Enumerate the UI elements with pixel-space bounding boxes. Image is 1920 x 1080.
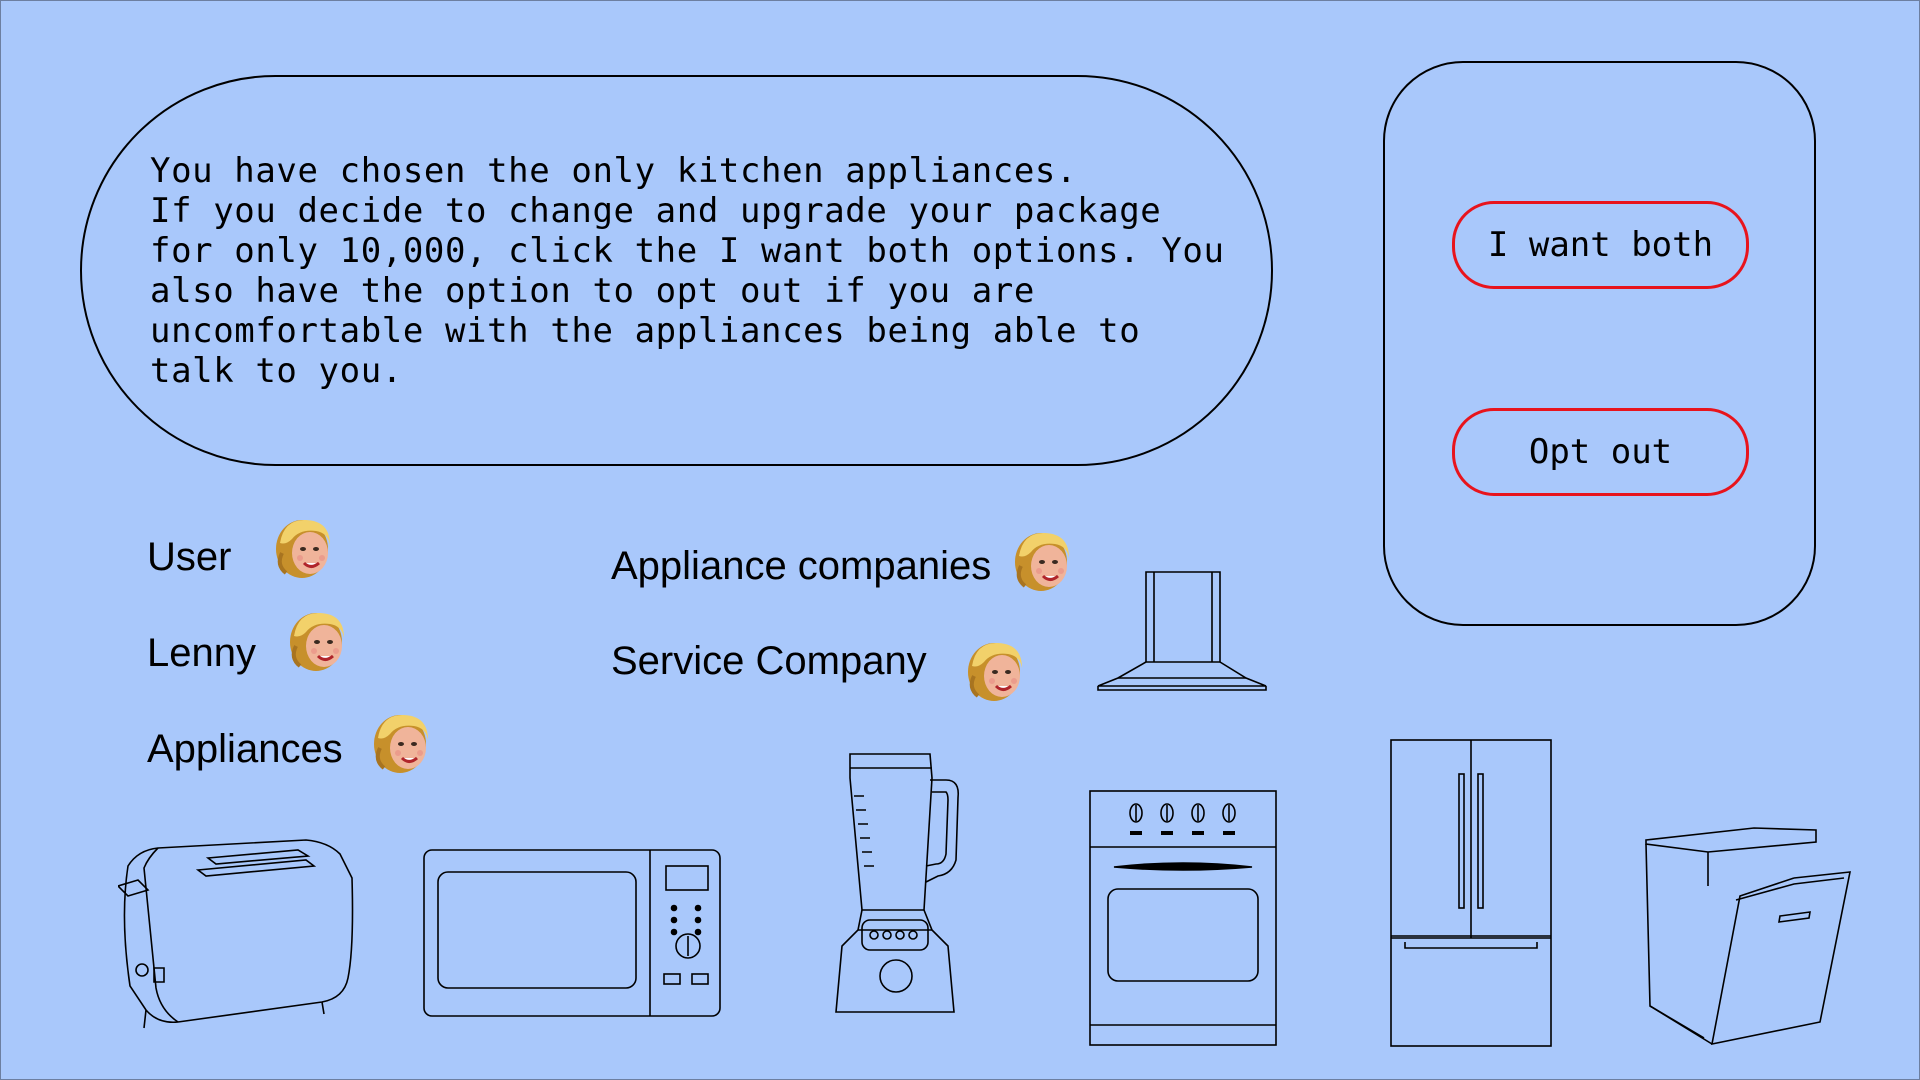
vintage-woman-face-icon [368,708,434,776]
microwave-icon [422,848,722,1018]
i-want-both-button[interactable]: I want both [1452,201,1749,289]
message-text: You have chosen the only kitchen applian… [150,151,1225,391]
opt-out-button[interactable]: Opt out [1452,408,1749,496]
vintage-woman-face-icon [1009,526,1075,594]
message-box: You have chosen the only kitchen applian… [80,75,1273,466]
dishwasher-icon [1644,826,1854,1046]
refrigerator-icon [1389,738,1553,1048]
legend-label-user: User [147,535,232,579]
blender-icon [834,750,964,1020]
legend-label-service-company: Service Company [611,639,927,683]
oven-icon [1088,789,1278,1047]
vintage-woman-face-icon [270,513,336,581]
vintage-woman-face-icon [962,636,1028,704]
legend-label-appliance-companies: Appliance companies [611,544,992,588]
range-hood-icon [1096,570,1268,692]
vintage-woman-face-icon [284,606,350,674]
legend-label-appliances: Appliances [147,727,343,771]
legend-label-lenny: Lenny [147,631,256,675]
toaster-icon [118,838,356,1030]
choice-panel: I want both Opt out [1383,61,1816,626]
